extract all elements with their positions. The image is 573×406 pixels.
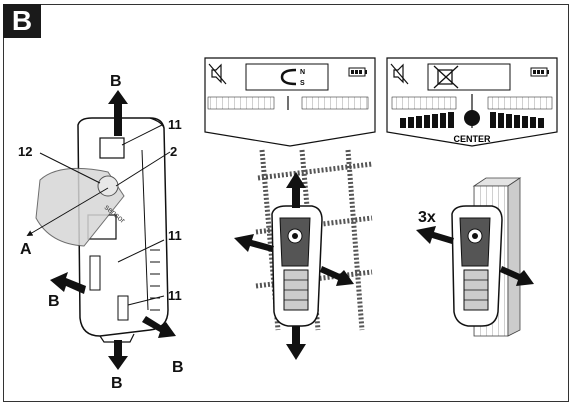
- display-panel-magnet: N S: [204, 57, 376, 147]
- callout-11-bottom: 11: [168, 288, 182, 303]
- direction-b-top: B: [110, 73, 122, 90]
- device-front-view-center: [271, 205, 323, 327]
- direction-b-bottom: B: [111, 375, 123, 392]
- repeat-count-label: 3x: [418, 209, 436, 226]
- magnet-n-label: N: [300, 69, 305, 76]
- step-bars-left: [400, 112, 454, 128]
- direction-b-left: B: [48, 293, 60, 310]
- mute-icon: [208, 63, 227, 85]
- callout-11-mid: 11: [168, 228, 182, 243]
- display-panel-center: CENTER: [386, 57, 558, 147]
- callout-lines: [26, 124, 171, 306]
- section-badge: B: [3, 4, 41, 38]
- battery-icon: [530, 67, 549, 77]
- callout-2: 2: [170, 144, 177, 159]
- center-target-icon: [464, 110, 480, 126]
- rebar-grid: [255, 149, 373, 331]
- direction-arrows-center-device: [234, 172, 354, 360]
- center-label: CENTER: [453, 134, 491, 144]
- callout-11-top: 11: [168, 117, 182, 132]
- figure-frame: [3, 4, 569, 402]
- mute-icon: [390, 63, 409, 85]
- ac-wire-crossed-icon: [433, 65, 459, 89]
- device-front-view-stud: [451, 205, 503, 327]
- step-bars-right: [490, 112, 544, 128]
- direction-arrows-left-device: [50, 90, 176, 370]
- callout-12: 12: [18, 144, 32, 159]
- direction-a: A: [20, 241, 32, 258]
- direction-arrows-stud-device: [416, 226, 534, 286]
- magnet-icon: [280, 68, 297, 86]
- battery-icon: [348, 67, 367, 77]
- direction-b-right: B: [172, 359, 184, 376]
- magnet-s-label: S: [300, 80, 305, 87]
